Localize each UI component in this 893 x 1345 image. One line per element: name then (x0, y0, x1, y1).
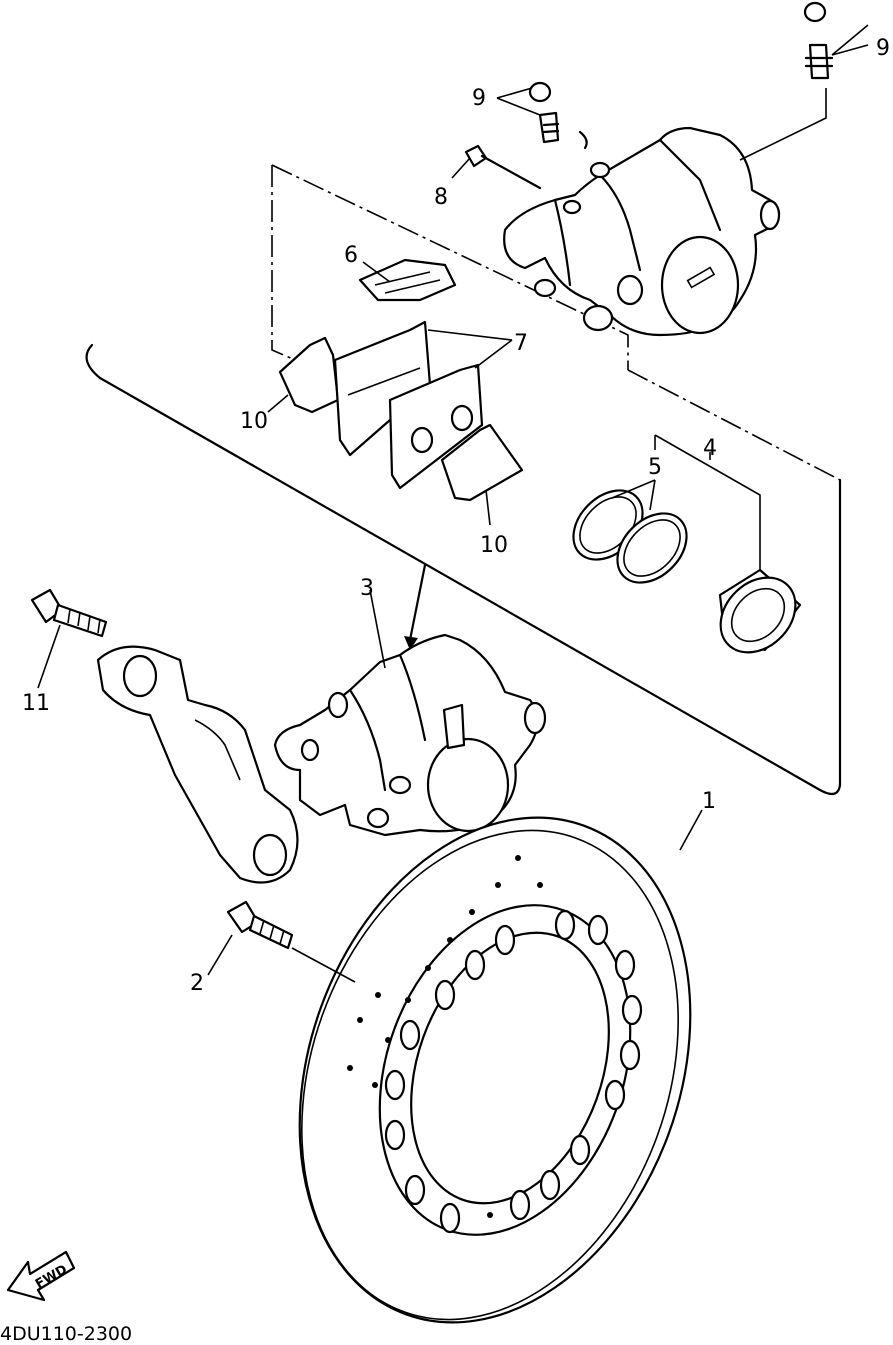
piston-seals (572, 489, 688, 584)
callout-6: 6 (344, 243, 358, 268)
callout-8: 8 (434, 185, 448, 210)
pad-spring (358, 258, 457, 302)
brake-pad-shim-right (440, 423, 524, 502)
upper-caliper-assembly (503, 126, 781, 337)
bleed-screw-upper-left (528, 81, 560, 144)
caliper-bracket (96, 645, 299, 884)
exploded-view-frame (85, 164, 842, 796)
callout-labels: 1 2 3 4 5 6 7 8 9 9 10 10 11 (22, 36, 890, 996)
disc-bolt (226, 900, 294, 950)
pad-pin (464, 144, 542, 190)
callout-7: 7 (514, 331, 528, 356)
bleed-screw-upper-right (739, 1, 834, 161)
callout-10-left: 10 (240, 409, 268, 434)
callout-9-upper-left: 9 (472, 86, 486, 111)
callout-11: 11 (22, 691, 50, 716)
assembly-arrow (404, 563, 427, 650)
bracket-bolt (30, 588, 108, 638)
callout-2: 2 (190, 971, 204, 996)
callout-9-upper-right: 9 (876, 36, 890, 61)
forward-arrow-icon: FWD (6, 1250, 76, 1302)
diagram-code: 4DU110-2300 (0, 1323, 132, 1345)
callout-4: 4 (703, 436, 717, 461)
brake-pad-right (388, 363, 484, 490)
brake-pad-shim-left (278, 336, 340, 414)
callout-10-right: 10 (480, 533, 508, 558)
callout-5: 5 (648, 455, 662, 480)
leader-lines (37, 24, 869, 983)
callout-1: 1 (702, 789, 716, 814)
lower-caliper-assembly (273, 633, 547, 837)
callout-3: 3 (360, 576, 374, 601)
brake-disc (298, 816, 692, 1324)
caliper-piston (718, 568, 802, 654)
